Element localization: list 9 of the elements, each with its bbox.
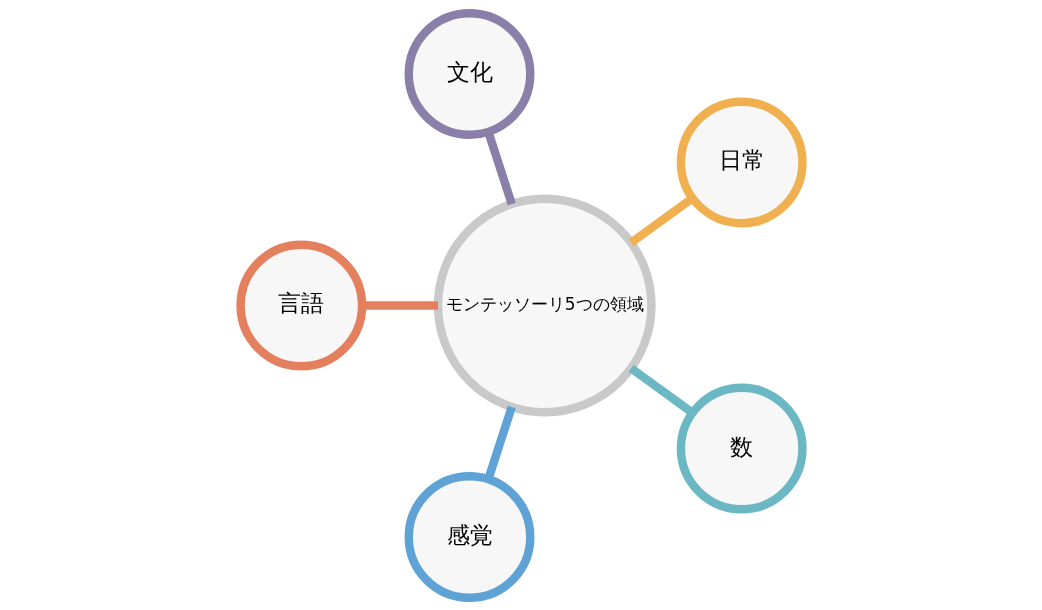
connector — [628, 364, 695, 416]
node-circle: 言語 — [235, 240, 366, 370]
connector — [628, 194, 695, 246]
node-circle: 日常 — [676, 96, 807, 227]
node-circle: 数 — [676, 383, 807, 514]
node-circle: 文化 — [404, 8, 534, 139]
node-circle: 感覚 — [404, 471, 534, 602]
node-circle: モンテッソーリ5つの領域 — [433, 194, 656, 416]
connector — [483, 405, 516, 480]
